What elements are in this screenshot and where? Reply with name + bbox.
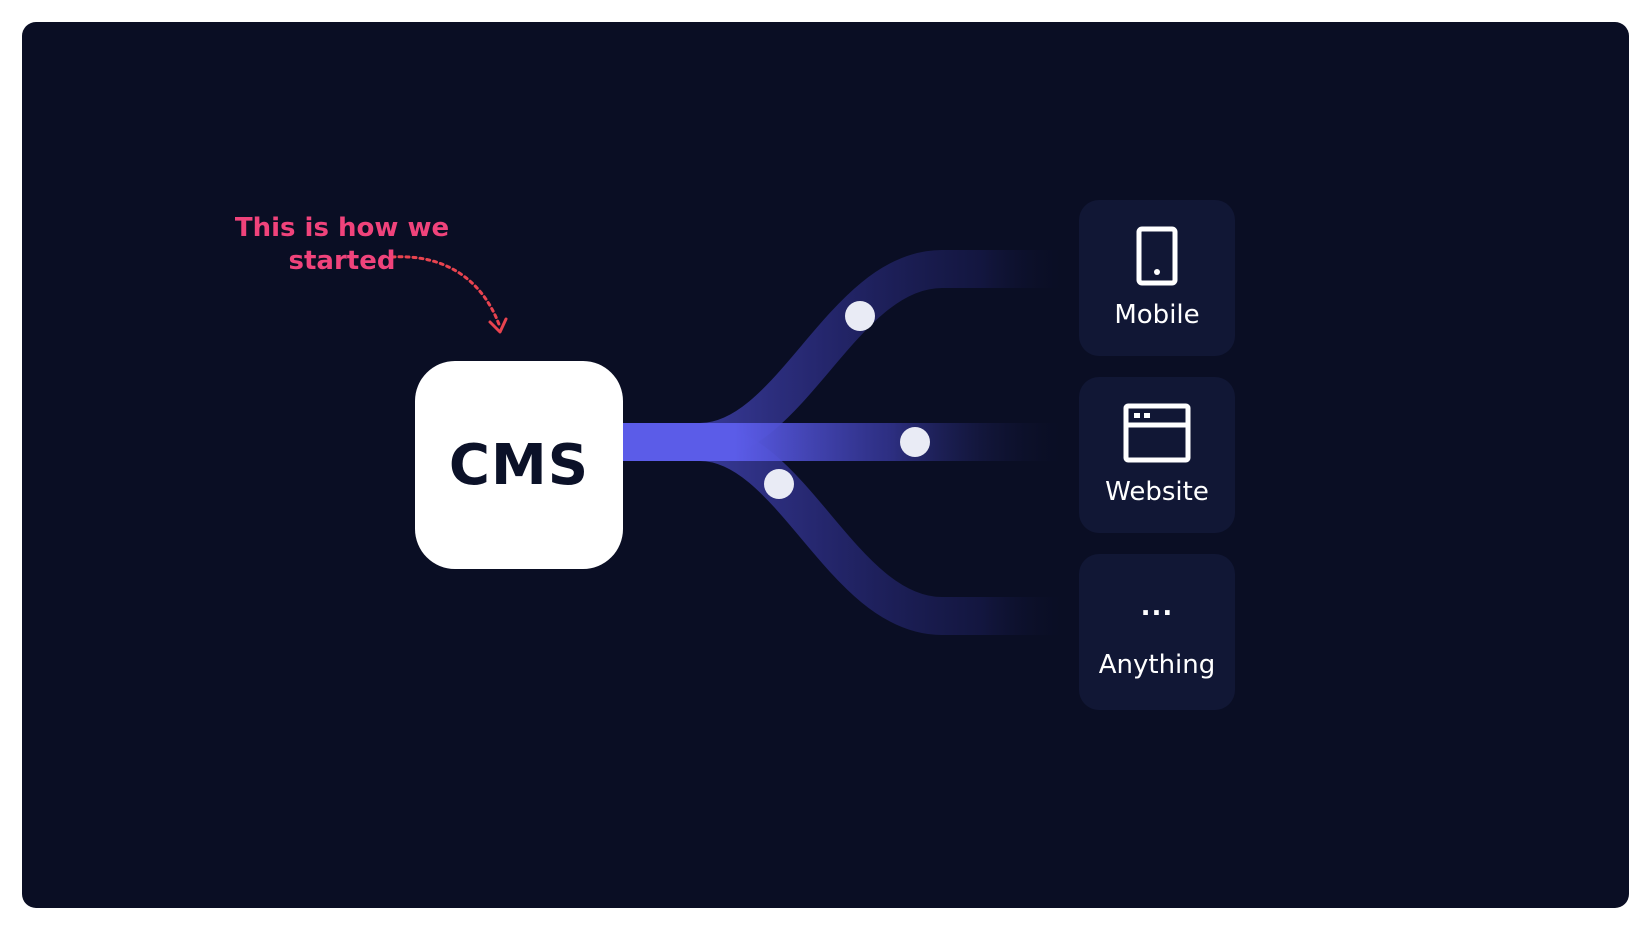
browser-window-icon: [1123, 403, 1191, 463]
target-website: Website: [1079, 377, 1235, 533]
flow-dot-anything: [764, 469, 794, 499]
target-label-anything: Anything: [1098, 650, 1216, 680]
flow-dot-mobile: [845, 301, 875, 331]
annotation-text: This is how we started: [227, 212, 457, 278]
target-mobile: Mobile: [1079, 200, 1235, 356]
target-label-website: Website: [1105, 477, 1209, 507]
flow-to-anything: [622, 423, 1062, 635]
arrow-head-icon: [488, 317, 508, 334]
target-anything: ... Anything: [1079, 554, 1235, 710]
annotation-arrow: [390, 255, 502, 329]
annotation-line-1: This is how we: [234, 213, 450, 243]
mobile-phone-icon: [1136, 226, 1178, 286]
diagram-canvas: This is how we started CMS Mobile Websit…: [22, 22, 1629, 908]
cms-node: CMS: [415, 361, 623, 569]
target-label-mobile: Mobile: [1114, 300, 1200, 330]
flow-dot-website: [900, 427, 930, 457]
ellipsis-icon: ...: [1140, 592, 1174, 622]
flow-connections: [390, 250, 1062, 635]
cms-label: CMS: [448, 432, 590, 498]
flow-to-mobile: [622, 250, 1062, 461]
annotation-line-2: started: [288, 246, 396, 276]
